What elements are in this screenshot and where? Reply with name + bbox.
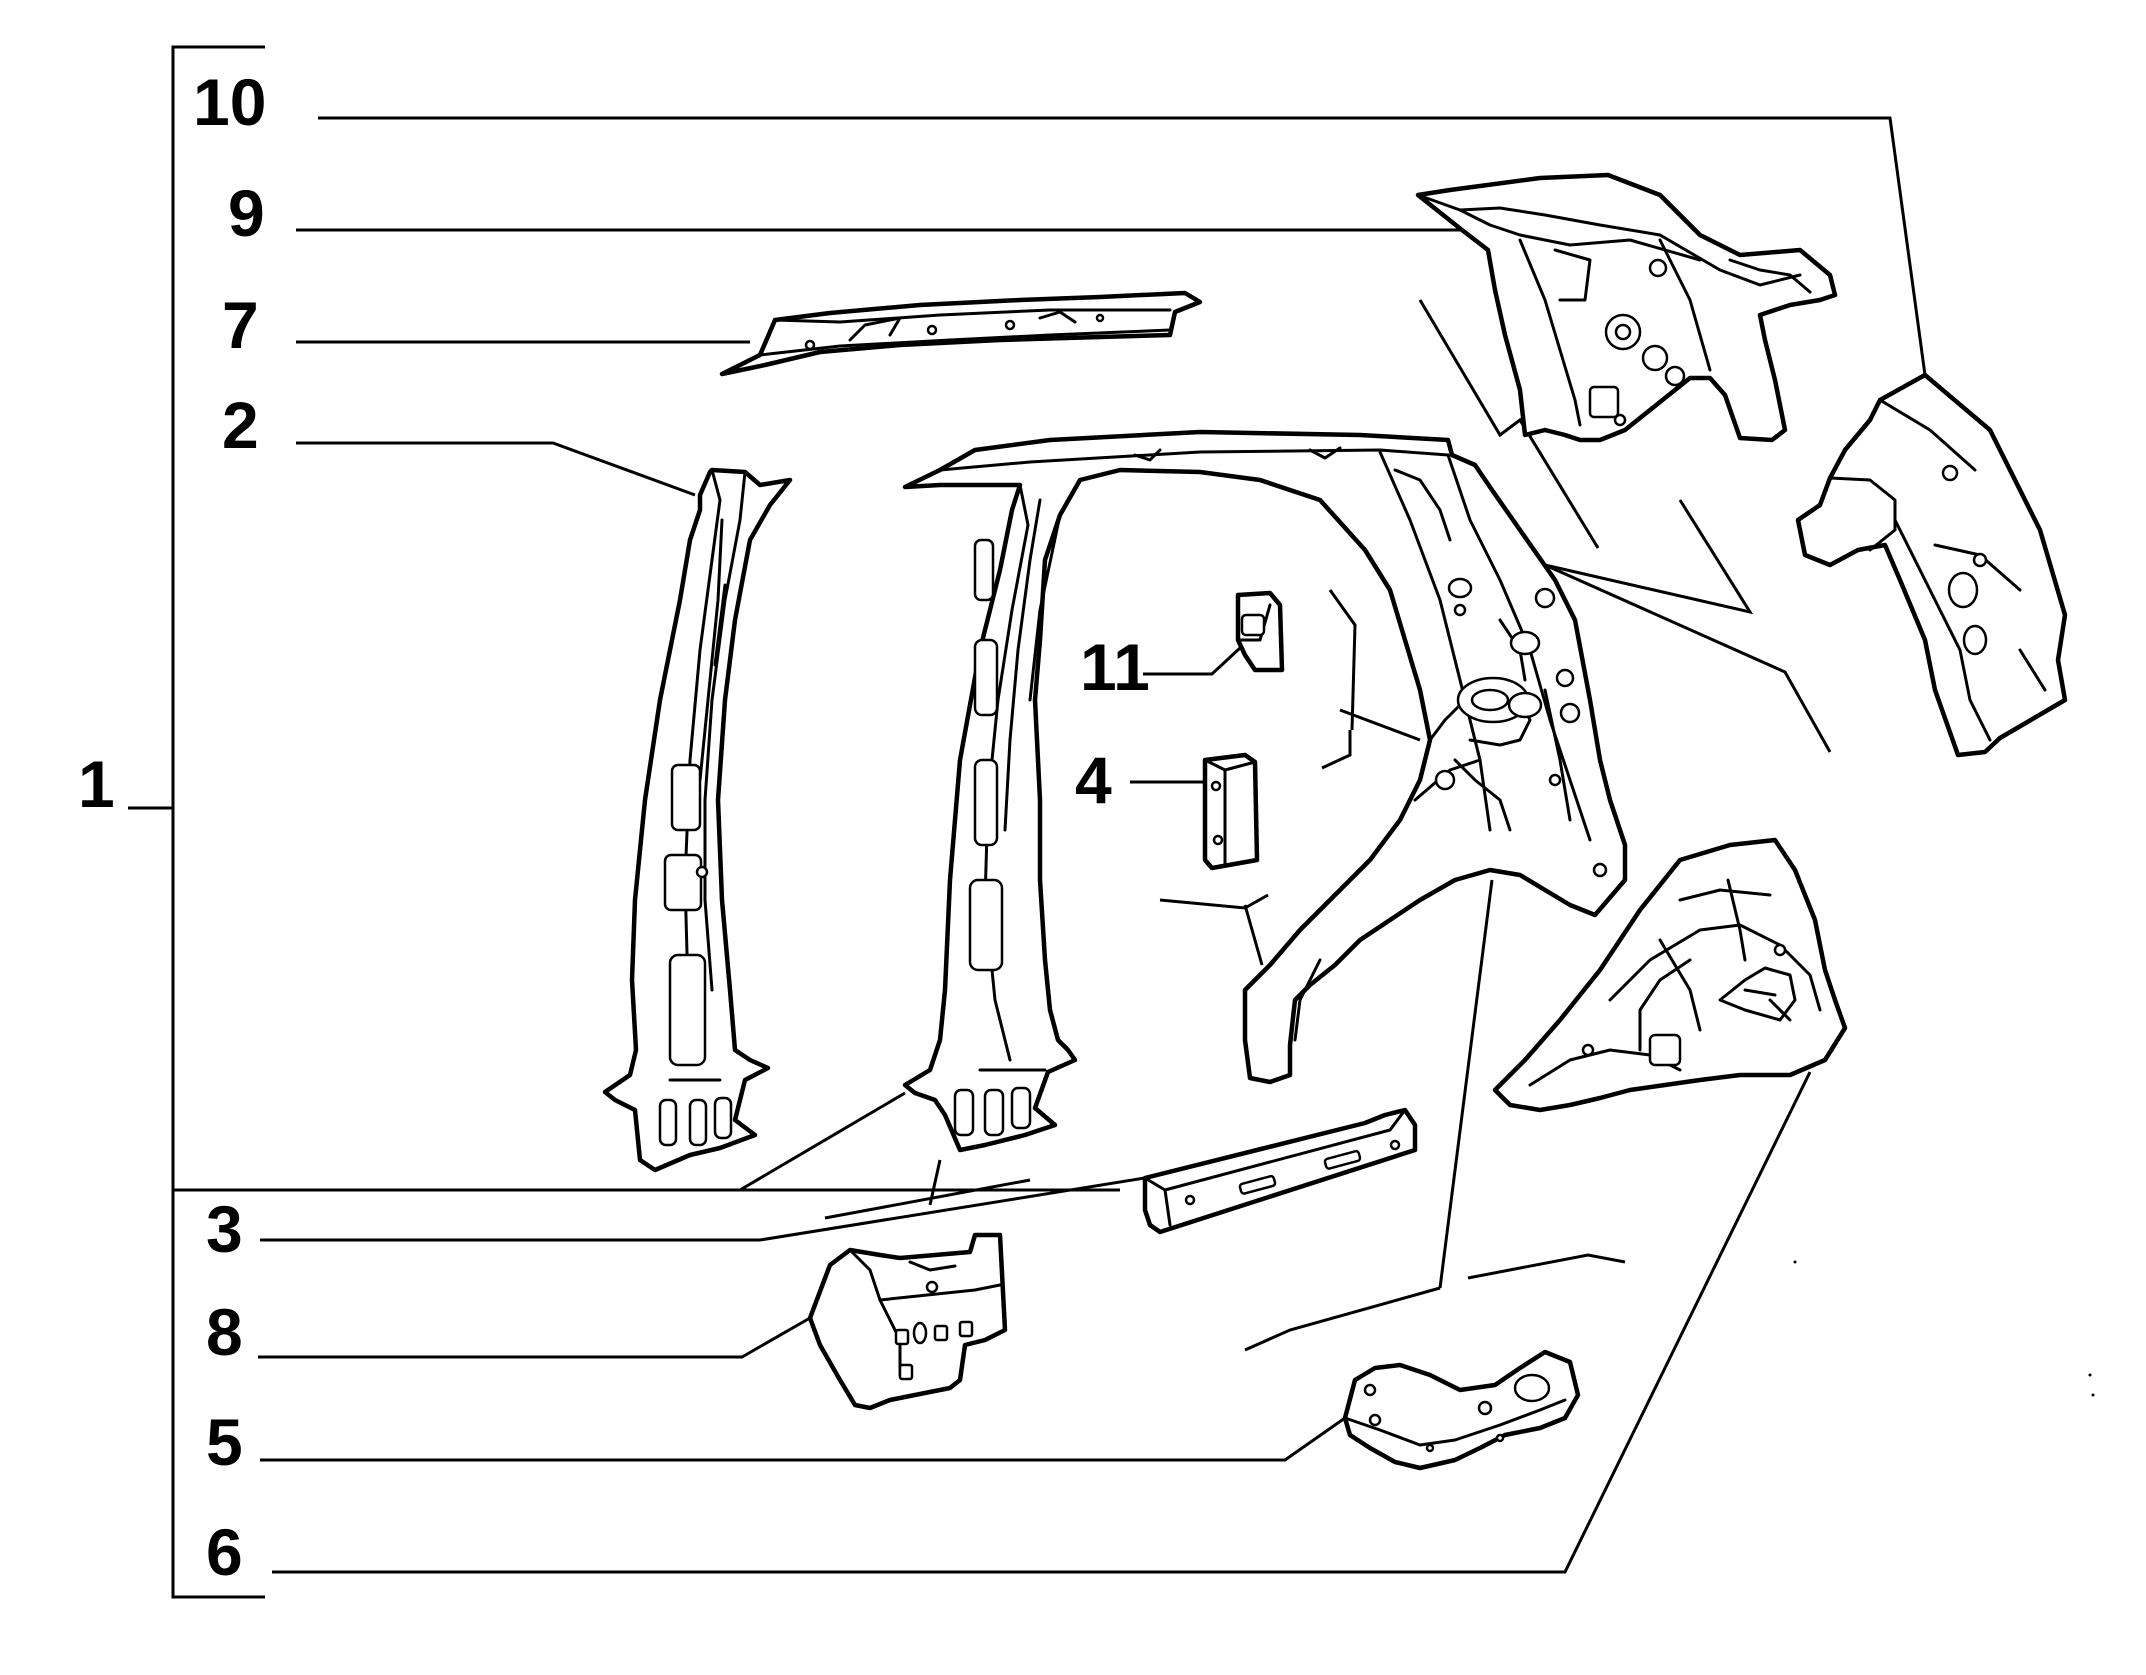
part-2-b-pillar (602, 467, 793, 1173)
callout-1: 1 (78, 747, 115, 821)
callout-11: 11 (1080, 630, 1150, 704)
part-5-gusset-plate (1342, 1349, 1581, 1471)
part-9-wheelhouse-upper (1415, 172, 1838, 443)
part-8-lower-reinforcement (807, 1232, 1008, 1411)
callout-10: 10 (193, 65, 266, 139)
callout-9: 9 (228, 176, 265, 250)
part-10-rear-extension (1795, 372, 2068, 758)
part-6-wheel-arch (1492, 837, 1848, 1113)
callout-3: 3 (206, 1192, 243, 1266)
part-11-small-bracket (1235, 590, 1285, 673)
callout-6: 6 (206, 1515, 243, 1589)
stray-dot (2091, 1393, 2095, 1397)
leader-lines (258, 116, 1927, 1574)
part-3-sill-rail (1142, 1107, 1418, 1235)
assembly-bracket (128, 45, 1120, 1599)
callout-2: 2 (222, 388, 259, 462)
callout-8: 8 (206, 1295, 243, 1369)
stray-dot (2088, 1373, 2092, 1377)
main-side-panel (902, 429, 1628, 1153)
callout-7: 7 (222, 288, 259, 362)
part-7-roof-rail (719, 290, 1203, 377)
callout-4: 4 (1075, 743, 1112, 817)
stray-dot (1793, 1260, 1797, 1264)
part-4-angle-bracket (1202, 752, 1260, 871)
callout-5: 5 (206, 1405, 243, 1479)
